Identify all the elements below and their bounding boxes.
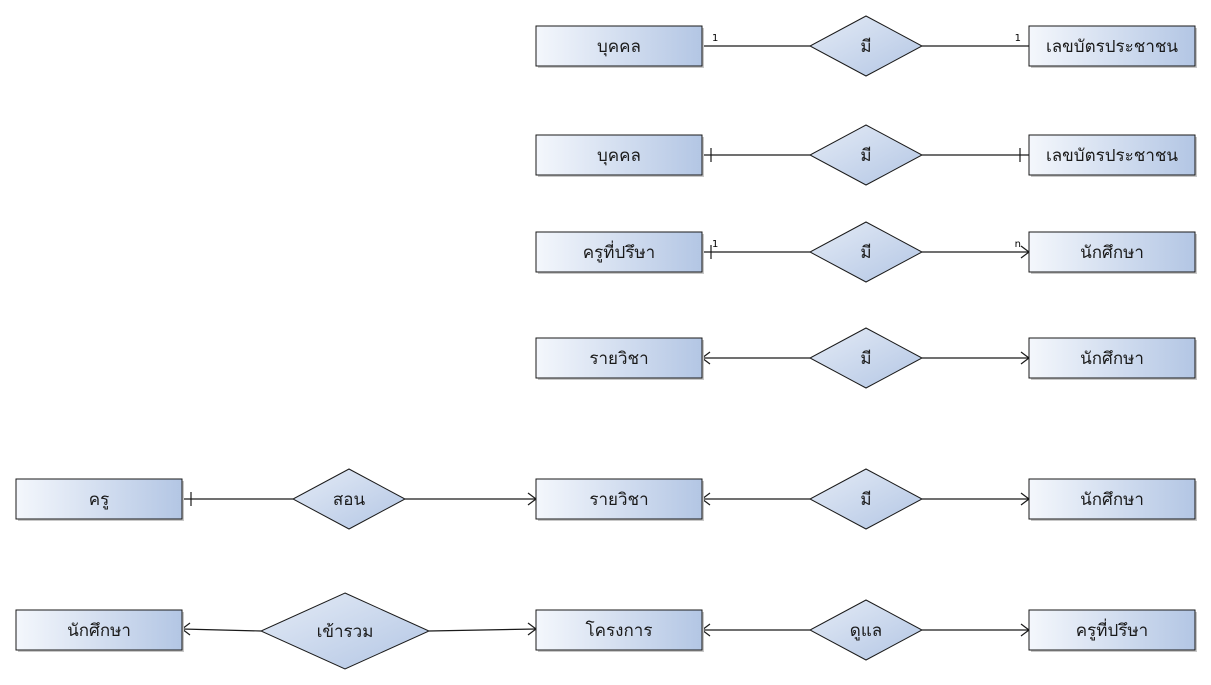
- relationship-diamond: มี: [808, 327, 924, 389]
- cardinality-label: 1: [1015, 33, 1021, 44]
- entity-label: นักศึกษา: [1080, 243, 1144, 263]
- entity-label: ครูที่ปรึษา: [1076, 618, 1148, 641]
- entity-rect: [1028, 231, 1196, 273]
- entity-rect: [1028, 609, 1196, 651]
- entity-rect: [535, 231, 703, 273]
- relationship-diamond: มี: [808, 221, 924, 283]
- relationship-diamond: มี: [808, 468, 924, 530]
- relationship-shape: [808, 468, 924, 530]
- relationship-label: เข้ารวม: [317, 622, 374, 642]
- connector-line: [181, 628, 262, 632]
- relationship-shape: [259, 592, 431, 670]
- cardinality-label: n: [1015, 239, 1021, 250]
- entity-box: นักศึกษา: [15, 609, 184, 652]
- entity-rect: [1028, 134, 1196, 176]
- relationship-diamond: เข้ารวม: [259, 592, 431, 670]
- relationship-diamond: มี: [808, 124, 924, 186]
- relationship-label: มี: [860, 37, 871, 57]
- relationship-shape: [808, 221, 924, 283]
- relationship-label: มี: [860, 349, 871, 369]
- entity-box: รายวิชา: [535, 337, 704, 380]
- entity-label: นักศึกษา: [67, 621, 131, 641]
- entity-label: ครูที่ปรึษา: [583, 240, 655, 263]
- entity-box: นักศึกษา: [1028, 337, 1197, 380]
- entity-label: บุคคล: [597, 37, 641, 57]
- entity-box: บุคคล: [535, 25, 704, 68]
- entity-rect: [535, 478, 703, 520]
- cardinality-label: 1: [712, 33, 718, 44]
- entity-label: นักศึกษา: [1080, 490, 1144, 510]
- entity-rect: [15, 609, 183, 651]
- entity-rect: [1028, 478, 1196, 520]
- relationship-label: มี: [860, 243, 871, 263]
- entity-rect: [15, 478, 183, 520]
- entity-rect: [535, 25, 703, 67]
- entity-box: เลขบัตรประชาชน: [1028, 134, 1197, 177]
- entity-box: ครูที่ปรึษา: [535, 231, 704, 274]
- relationship-shape: [291, 468, 407, 530]
- relationship-label: มี: [860, 146, 871, 166]
- entity-label: เลขบัตรประชาชน: [1046, 146, 1178, 166]
- relationship-diamond: มี: [808, 15, 924, 77]
- entity-box: ครู: [15, 478, 184, 521]
- cardinality-label: 1: [712, 239, 718, 250]
- relationship-diamond: สอน: [291, 468, 407, 530]
- entity-box: นักศึกษา: [1028, 478, 1197, 521]
- relationship-shape: [808, 599, 924, 661]
- entity-box: บุคคล: [535, 134, 704, 177]
- entity-label: รายวิชา: [589, 490, 648, 510]
- entity-box: โครงการ: [535, 609, 704, 652]
- entity-label: โครงการ: [586, 620, 653, 641]
- relationship-shape: [808, 15, 924, 77]
- entity-rect: [1028, 25, 1196, 67]
- entity-label: นักศึกษา: [1080, 349, 1144, 369]
- entity-label: บุคคล: [597, 146, 641, 166]
- relationship-shape: [808, 327, 924, 389]
- relationship-diamond: ดูแล: [808, 599, 924, 661]
- entity-rect: [535, 609, 703, 651]
- entity-rect: [535, 337, 703, 379]
- entity-box: นักศึกษา: [1028, 231, 1197, 274]
- connector-line: [428, 628, 537, 632]
- entity-box: เลขบัตรประชาชน: [1028, 25, 1197, 68]
- relationship-label: ดูแล: [850, 621, 882, 641]
- relationship-label: มี: [860, 490, 871, 510]
- entity-rect: [1028, 337, 1196, 379]
- entity-label: รายวิชา: [589, 349, 648, 369]
- entity-label: เลขบัตรประชาชน: [1046, 37, 1178, 57]
- entity-box: ครูที่ปรึษา: [1028, 609, 1197, 652]
- entity-box: รายวิชา: [535, 478, 704, 521]
- relationship-label: สอน: [333, 490, 366, 510]
- relationship-shape: [808, 124, 924, 186]
- entity-rect: [535, 134, 703, 176]
- entity-label: ครู: [89, 490, 110, 510]
